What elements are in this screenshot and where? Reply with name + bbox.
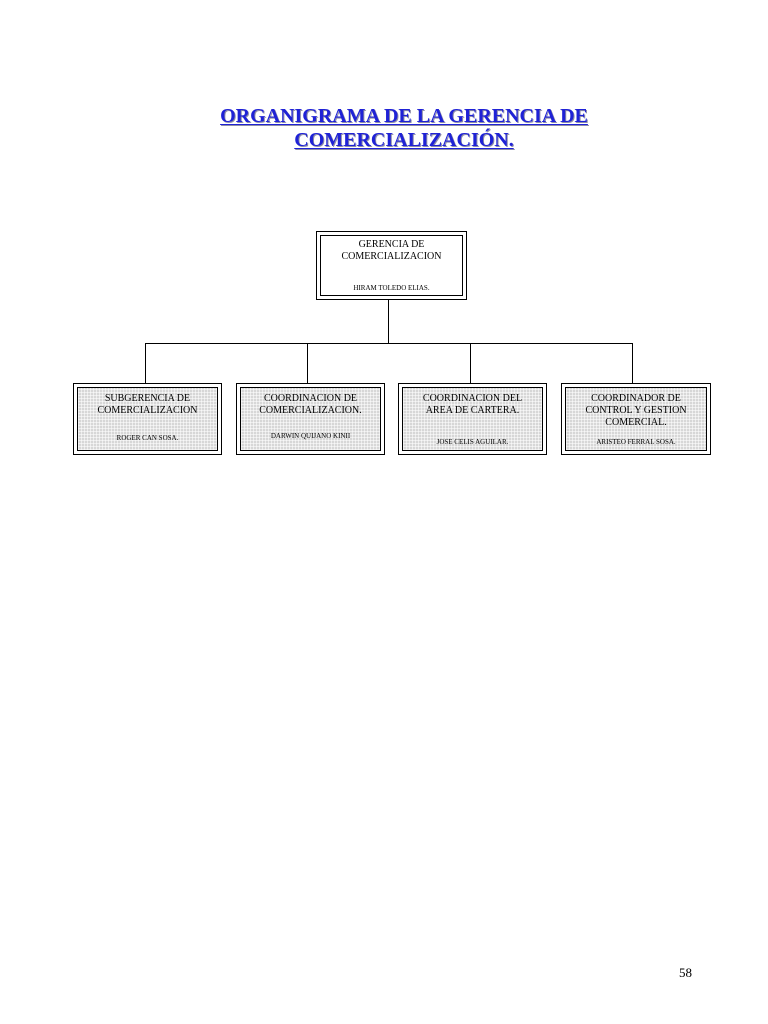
child-node-person: DARWIN QUIJANO KINII bbox=[270, 432, 351, 440]
child-node-title-line-2: AREA DE CARTERA. bbox=[425, 405, 520, 416]
child-node-frame bbox=[77, 387, 218, 451]
child-node-title-line-3: COMERCIAL. bbox=[605, 417, 667, 428]
child-node-coordinacion-comercializacion: COORDINACION DE COMERCIALIZACION. DARWIN… bbox=[236, 383, 385, 455]
horizontal-connector bbox=[145, 343, 633, 344]
page-title-line-2: COMERCIALIZACIÓN. bbox=[294, 129, 514, 151]
child-connector-2 bbox=[307, 343, 308, 384]
child-connector-4 bbox=[632, 343, 633, 384]
root-node-person: HIRAM TOLEDO ELIAS. bbox=[353, 284, 430, 292]
child-node-title-line-2: COMERCIALIZACION bbox=[97, 405, 198, 416]
child-node-subgerencia: SUBGERENCIA DE COMERCIALIZACION ROGER CA… bbox=[73, 383, 222, 455]
child-node-title-line-2: CONTROL Y GESTION bbox=[585, 405, 687, 416]
root-node-title-line-2: COMERCIALIZACION bbox=[341, 251, 442, 262]
child-node-person: JOSE CELIS AGUILAR. bbox=[436, 438, 509, 446]
child-node-frame bbox=[565, 387, 707, 451]
child-node-coordinacion-cartera: COORDINACION DEL AREA DE CARTERA. JOSE C… bbox=[398, 383, 547, 455]
child-node-person: ARISTEO FERRAL SOSA. bbox=[596, 438, 676, 446]
child-node-person: ROGER CAN SOSA. bbox=[116, 434, 179, 442]
root-node-title-line-1: GERENCIA DE bbox=[358, 239, 425, 250]
child-node-title-line-1: SUBGERENCIA DE bbox=[104, 393, 191, 404]
root-connector bbox=[388, 299, 389, 343]
child-node-title-line-1: COORDINADOR DE bbox=[591, 393, 681, 404]
root-node-frame bbox=[320, 235, 463, 296]
page-title-line-1: ORGANIGRAMA DE LA GERENCIA DE bbox=[220, 105, 588, 127]
page-number: 58 bbox=[679, 965, 692, 980]
root-node-gerencia: GERENCIA DE COMERCIALIZACION HIRAM TOLED… bbox=[316, 231, 467, 300]
child-connector-3 bbox=[470, 343, 471, 384]
page-title: ORGANIGRAMA DE LA GERENCIA DE COMERCIALI… bbox=[0, 104, 768, 152]
child-node-frame bbox=[240, 387, 381, 451]
child-node-frame bbox=[402, 387, 543, 451]
child-node-coordinador-control: COORDINADOR DE CONTROL Y GESTION COMERCI… bbox=[561, 383, 711, 455]
child-connector-1 bbox=[145, 343, 146, 384]
child-node-title-line-1: COORDINACION DEL bbox=[422, 393, 523, 404]
child-node-title-line-1: COORDINACION DE bbox=[263, 393, 358, 404]
child-node-title-line-2: COMERCIALIZACION. bbox=[259, 405, 362, 416]
